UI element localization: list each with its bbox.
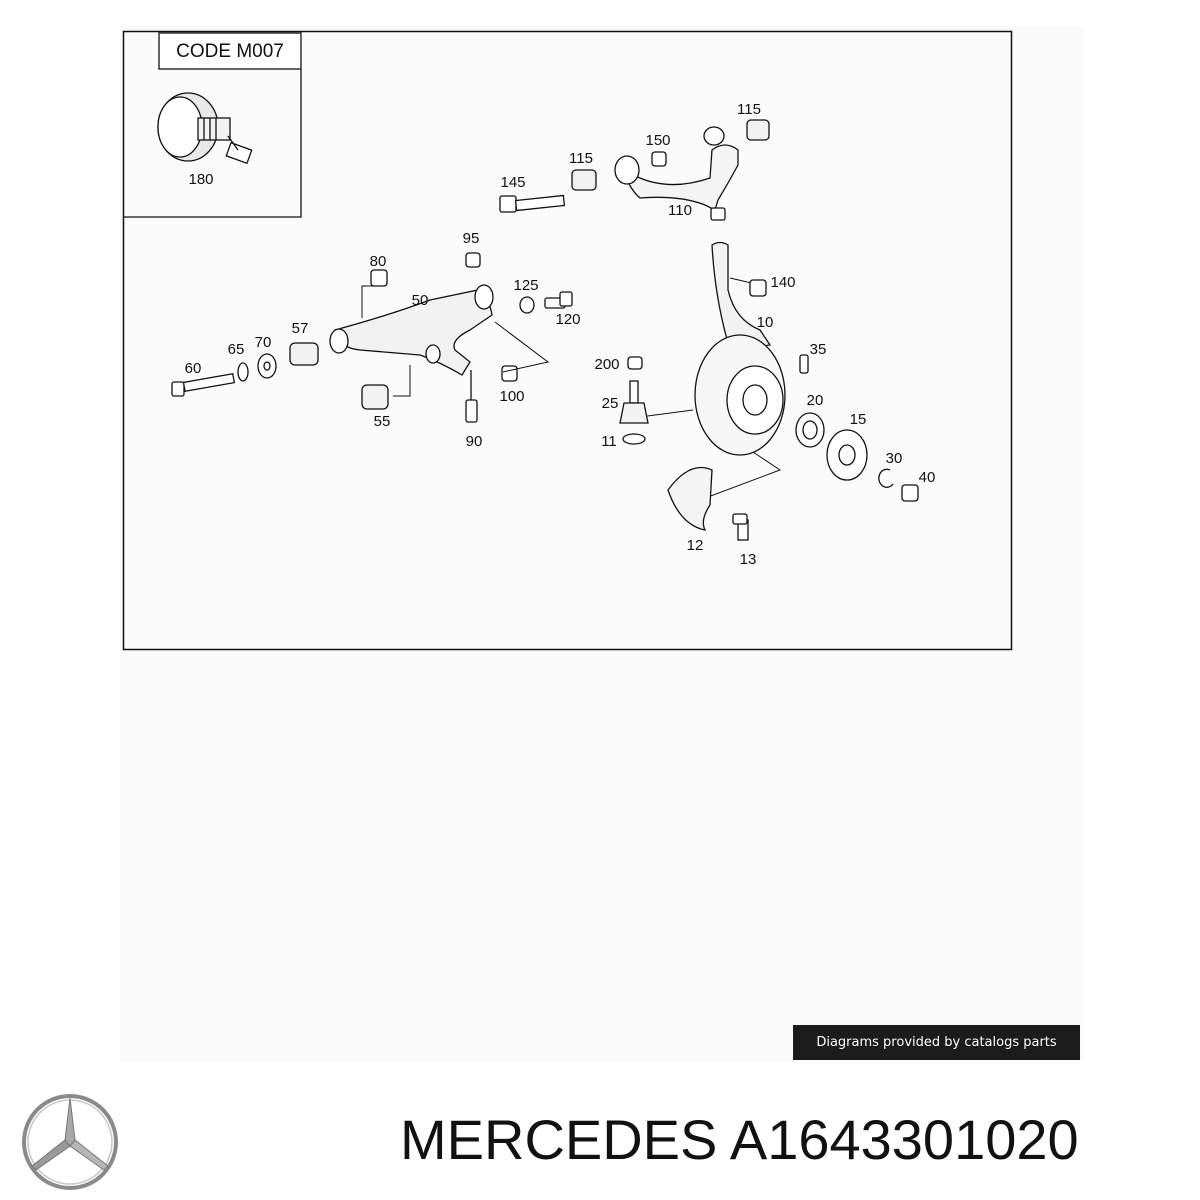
part-label: 11: [601, 433, 617, 450]
part-label: 125: [513, 277, 538, 294]
part-label: 15: [850, 411, 867, 428]
part-title: MERCEDES A1643301020: [400, 1108, 1190, 1172]
part-label: 20: [807, 392, 824, 409]
diagram-background: [120, 26, 1084, 1062]
part-label: 40: [919, 469, 936, 486]
knuckle-hub-group: [619, 241, 919, 541]
inset-box: CODE M007 180: [123, 32, 302, 218]
part-label: 70: [255, 334, 272, 351]
code-label: CODE M007: [176, 41, 284, 62]
diagram-frame: [122, 30, 1013, 651]
part-label: 13: [740, 551, 757, 568]
part-label: 120: [555, 311, 580, 328]
lower-arm-group: [171, 252, 573, 423]
part-label: 60: [185, 360, 202, 377]
part-label: 95: [463, 230, 480, 247]
part-label: 50: [412, 292, 429, 309]
part-label: 65: [228, 341, 245, 358]
part-label: 115: [737, 101, 761, 118]
brand-name: MERCEDES: [400, 1108, 718, 1171]
part-label: 200: [594, 356, 619, 373]
part-label: 140: [770, 274, 795, 291]
part-label: 35: [810, 341, 827, 358]
part-label: 90: [466, 433, 483, 450]
part-label: 115: [569, 150, 593, 167]
code-box: [158, 32, 302, 70]
part-label: 110: [668, 202, 692, 219]
part-label: 80: [370, 253, 387, 270]
part-label: 57: [292, 320, 309, 337]
upper-arm-group: [499, 119, 770, 221]
part-label: 12: [687, 537, 704, 554]
part-label: 145: [500, 174, 525, 191]
part-label: 25: [602, 395, 619, 412]
credit-badge: Diagrams provided by catalogs parts: [793, 1025, 1080, 1060]
part-label: 180: [188, 171, 213, 188]
mercedes-star-icon: [22, 1094, 118, 1190]
part-label: 55: [374, 413, 391, 430]
part-label: 10: [757, 314, 774, 331]
part-label: 30: [886, 450, 903, 467]
part-number: A1643301020: [729, 1108, 1079, 1171]
part-label: 100: [499, 388, 524, 405]
cv-joint-icon: [157, 92, 253, 165]
part-label: 150: [645, 132, 670, 149]
